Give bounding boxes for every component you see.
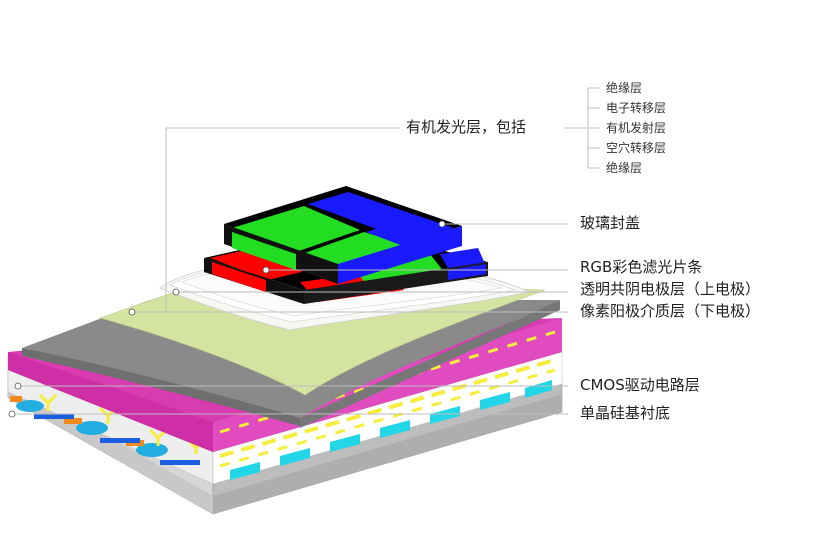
gray-side xyxy=(300,300,560,428)
cmos-orange-pad xyxy=(10,396,22,402)
gray-front xyxy=(22,348,300,426)
callout-dots xyxy=(8,220,446,418)
label-oled-sublayer-5: 绝缘层 xyxy=(606,161,643,175)
cmos-blue-strip xyxy=(100,438,140,443)
cmos-well xyxy=(16,400,44,412)
magenta-front xyxy=(8,352,213,452)
label-glass-cover: 玻璃封盖 xyxy=(580,214,641,232)
glass-front-green xyxy=(232,232,296,270)
cmos-blue-strip xyxy=(160,460,200,465)
rgb-side-face xyxy=(304,262,488,304)
callout-dot-top-electrode xyxy=(172,288,180,296)
label-oled-sublayer-4: 空穴转移层 xyxy=(606,141,667,155)
callout-dot-bottom-electrode xyxy=(128,308,136,316)
cmos-well xyxy=(76,421,108,435)
label-rgb-filter: RGB彩色滤光片条 xyxy=(580,258,703,276)
callout-lines xyxy=(12,87,600,415)
rgb-green-strip-front xyxy=(352,254,444,284)
cmos-interconnect xyxy=(38,393,58,411)
callout-dot-glass xyxy=(438,220,446,228)
callout-dot-rgb xyxy=(262,266,270,274)
callout-dot-substrate xyxy=(8,410,16,418)
cmos-interconnect xyxy=(148,428,168,446)
label-top-electrode: 透明共阴电极层（上电极） xyxy=(580,280,761,298)
label-oled-group: 有机发光层，包括 xyxy=(406,118,527,136)
label-oled-sublayer-3: 有机发射层 xyxy=(606,121,667,135)
label-substrate: 单晶硅基衬底 xyxy=(580,404,671,422)
label-oled-sublayer-1: 绝缘层 xyxy=(606,81,643,95)
rgb-side-blue xyxy=(448,264,486,280)
cmos-blue-strip xyxy=(34,414,74,419)
callout-oled-group xyxy=(165,127,400,312)
callout-dot-cmos xyxy=(14,382,22,390)
substrate-bottom-band-side xyxy=(213,394,562,514)
label-oled-sublayer-2: 电子转移层 xyxy=(606,101,667,115)
label-cmos: CMOS驱动电路层 xyxy=(580,376,700,394)
cmos-well xyxy=(136,443,168,457)
label-bottom-electrode: 像素阳极介质层（下电极） xyxy=(580,302,761,320)
cmos-orange-pad xyxy=(64,418,82,424)
glass-cover-block xyxy=(224,186,462,284)
rgb-front-red xyxy=(212,262,266,292)
cmos-side-pattern xyxy=(219,358,556,480)
cmos-circuit-layer xyxy=(7,351,563,485)
